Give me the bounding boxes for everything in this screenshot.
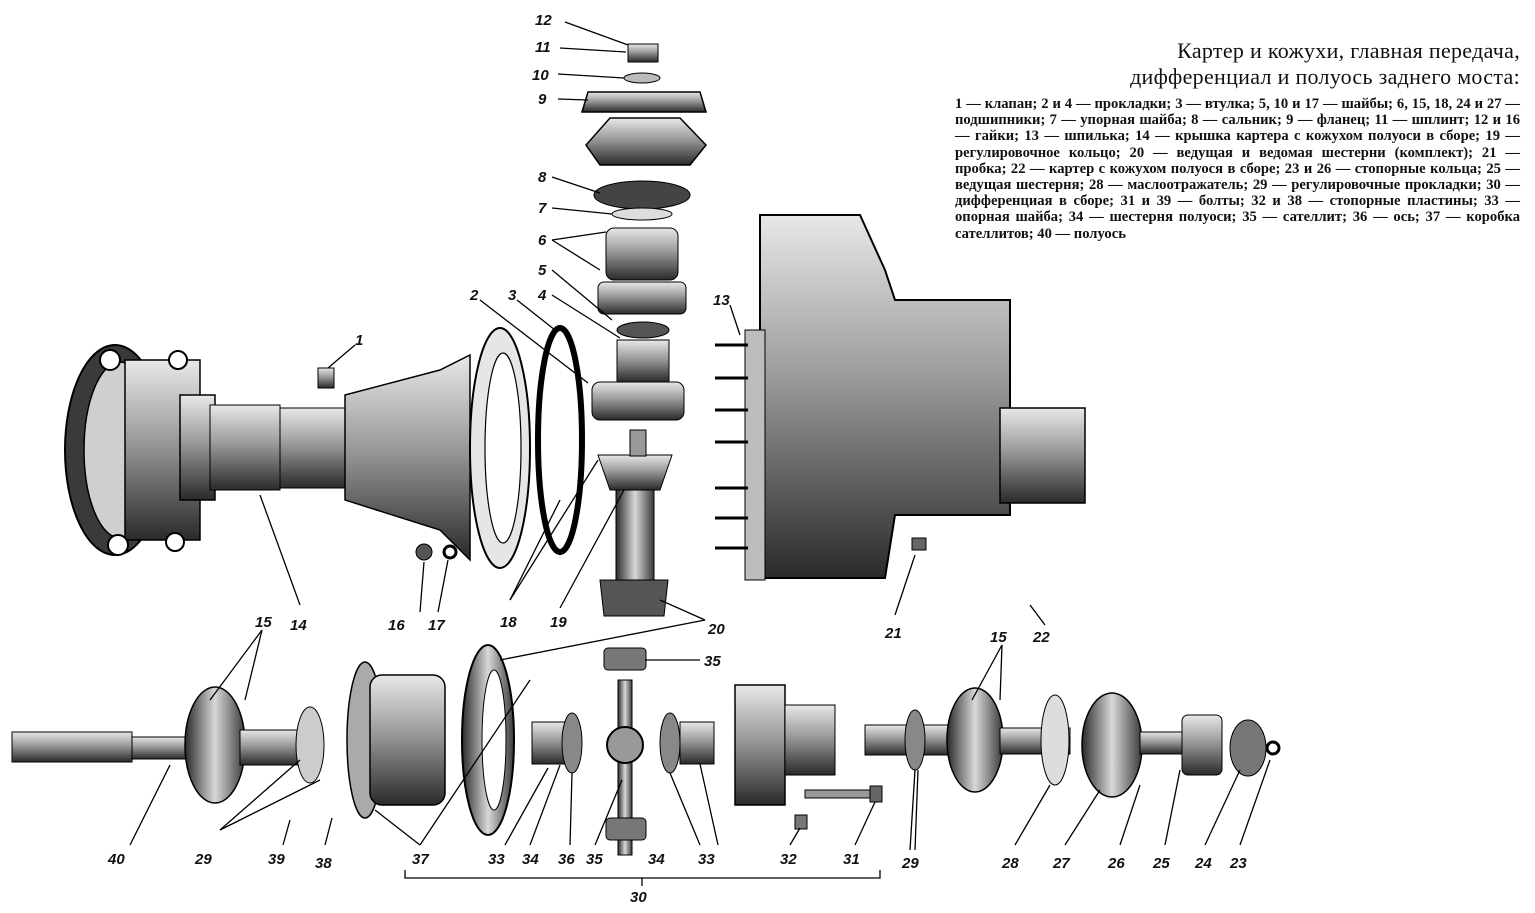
callout-33-right: 33 [698,851,715,868]
lock-plate-32 [794,814,808,830]
callout-27: 27 [1052,855,1070,872]
side-gear-right [659,712,715,774]
housing-cover-14 [64,344,471,562]
callout-11: 11 [535,39,551,56]
callout-7: 7 [538,200,547,217]
callout-29-left: 29 [194,851,212,868]
bushing-3 [535,325,585,555]
callout-24: 24 [1194,855,1212,872]
callout-9: 9 [538,91,547,108]
callout-35-top: 35 [704,653,721,670]
callout-34-right: 34 [648,851,665,868]
callout-35-bottom: 35 [586,851,603,868]
callout-16: 16 [388,617,405,634]
callout-26: 26 [1107,855,1125,872]
drive-pinion-20 [597,429,673,617]
callout-4: 4 [537,287,547,304]
satellite-box-half [734,684,836,806]
caption-title-line2: дифференциал и полуось заднего моста: [1130,64,1520,89]
bolt-31 [804,785,883,803]
callout-18: 18 [500,614,517,631]
callout-34-left: 34 [522,851,539,868]
callout-8: 8 [538,169,547,186]
callout-12: 12 [535,12,552,29]
axle-shaft-40 [11,686,325,804]
caption-title: Картер и кожухи, главная передача, диффе… [955,38,1520,90]
callout-30: 30 [630,889,647,906]
leader-lines [129,21,1271,886]
caption-title-line1: Картер и кожухи, главная передача, [1177,38,1520,63]
callout-22: 22 [1032,629,1050,646]
callout-13: 13 [713,292,730,309]
callout-38: 38 [315,855,332,872]
callout-31: 31 [843,851,860,868]
callout-37: 37 [412,851,429,868]
callout-14: 14 [290,617,307,634]
callout-3: 3 [508,287,517,304]
satellite-box-37 [346,661,446,819]
callout-6: 6 [538,232,547,249]
callout-17: 17 [428,617,445,634]
callout-labels: 12 11 10 9 8 7 6 5 4 1 2 3 14 16 17 18 1… [107,12,1247,906]
callout-20: 20 [707,621,725,638]
callout-10: 10 [532,67,549,84]
nut-16 [415,543,433,561]
callout-15-right: 15 [990,629,1007,646]
gasket-2 [469,327,531,569]
side-gear-left [531,712,583,774]
ring-gear-20 [461,644,515,836]
carrier-housing-22 [715,214,1086,581]
callout-29-right: 29 [901,855,919,872]
washer-17 [442,544,458,560]
callout-32: 32 [780,851,797,868]
callout-36: 36 [558,851,575,868]
callout-1: 1 [355,332,363,349]
callout-28: 28 [1001,855,1019,872]
callout-2: 2 [469,287,479,304]
pinion-stack [580,43,708,421]
callout-21: 21 [884,625,902,642]
callout-40: 40 [107,851,125,868]
callout-39: 39 [268,851,285,868]
caption-legend: 1 — клапан; 2 и 4 — прокладки; 3 — втулк… [955,96,1520,242]
figure-caption: Картер и кожухи, главная передача, диффе… [955,38,1520,242]
callout-5: 5 [538,262,547,279]
callout-33-left: 33 [488,851,505,868]
callout-23: 23 [1229,855,1247,872]
spider-36 [603,647,647,856]
callout-19: 19 [550,614,567,631]
callout-15-left: 15 [255,614,272,631]
callout-25: 25 [1152,855,1170,872]
pinion-shaft-right [864,687,1281,798]
valve-1 [317,367,335,389]
